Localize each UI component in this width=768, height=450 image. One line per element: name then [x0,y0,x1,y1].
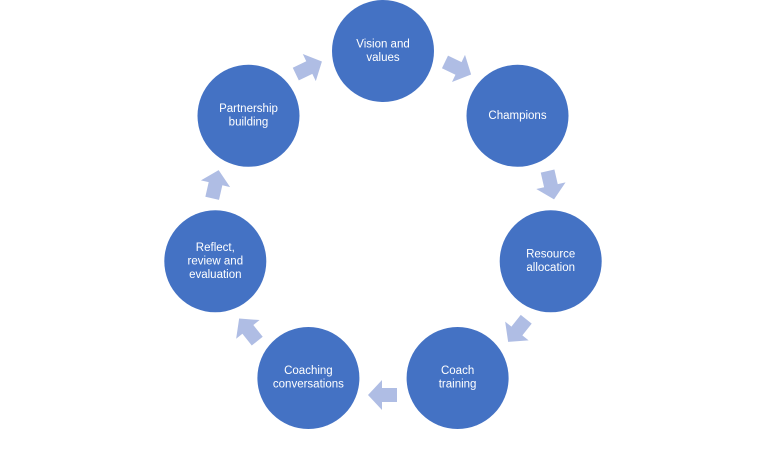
node-label-line: conversations [273,379,344,391]
node-label-line: allocation [526,262,575,274]
node-circle [164,210,267,313]
node-label-line: evaluation [189,269,241,281]
node-label: Coach training [439,365,477,391]
node-label: Champions [488,110,546,122]
node-label-line: Coaching [284,365,333,377]
cycle-arrow-vision-and-values-to-champions [441,54,472,82]
node-reflect-review-evaluation: Reflect,review and evaluation [164,210,267,313]
node-label-line: Partnership [219,103,278,115]
node-label: Vision and values [356,38,410,64]
node-circle [257,327,360,429]
node-label-line: Coach [441,365,474,377]
node-label-line: Reflect, [196,242,235,254]
node-circle [332,0,434,102]
cycle-arrow-reflect-review-evaluation-to-partnership-building [200,170,231,200]
cycle-arrow-partnership-building-to-vision-and-values [292,54,322,82]
node-champions: Champions [466,64,569,167]
node-label-line: Vision and [356,38,410,50]
node-circle [499,210,602,313]
node-label-line: Champions [488,110,546,122]
cycle-arrow-coach-training-to-coaching-conversations [368,380,397,410]
node-label-line: training [439,379,477,391]
cycle-arrow-coaching-conversations-to-reflect-review-evaluation [236,318,263,346]
cycle-arrow-resource-allocation-to-coach-training [505,314,532,342]
node-label: Reflect,review and evaluation [187,242,243,281]
node-label-line: Resource [526,249,575,261]
node-label-line: values [366,52,399,64]
node-label: Partnership building [219,103,278,129]
node-label-line: review and [187,255,243,267]
node-circle [197,64,300,167]
node-label: Coaching conversations [273,365,344,391]
node-circle [406,327,509,429]
node-partnership-building: Partnership building [197,64,300,167]
node-label-line: building [229,117,269,129]
cycle-arrow-champions-to-resource-allocation [536,169,566,200]
node-vision-and-values: Vision and values [332,0,434,102]
arrows-layer [200,54,566,410]
node-coaching-conversations: Coaching conversations [257,327,360,429]
node-circle [466,64,569,167]
node-coach-training: Coach training [406,327,509,429]
